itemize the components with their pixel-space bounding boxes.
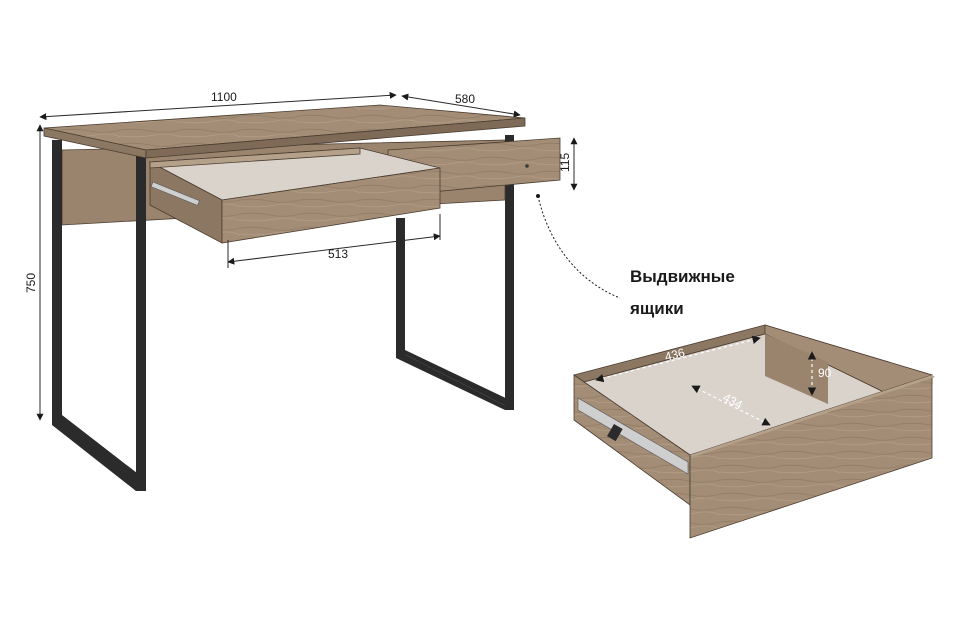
dimension-front-height-label: 115 <box>558 153 572 172</box>
dimension-height-label: 750 <box>24 273 38 293</box>
back-leg-frame <box>396 135 514 410</box>
callout-line2: ящики <box>629 299 684 318</box>
dimension-front-height: 115 <box>558 137 578 191</box>
dimension-depth: 580 <box>401 92 521 118</box>
dimension-extension-label: 513 <box>328 247 348 261</box>
drawer-detail: 436 434 90 <box>573 324 935 539</box>
callout-line1: Выдвижные <box>630 267 735 286</box>
desk <box>43 104 561 491</box>
dimension-extension: 513 <box>227 214 441 268</box>
drawer-open <box>148 147 441 244</box>
dimension-width-label: 1100 <box>211 90 237 104</box>
dimension-inner-width-label: 436 <box>663 345 686 364</box>
dimension-width: 1100 <box>39 90 397 121</box>
dimension-height: 750 <box>24 124 44 421</box>
callout: Выдвижные ящики <box>536 194 735 318</box>
front-leg-frame <box>52 140 146 491</box>
dimension-inner-height-label: 90 <box>818 366 832 380</box>
dimension-depth-label: 580 <box>455 92 475 106</box>
